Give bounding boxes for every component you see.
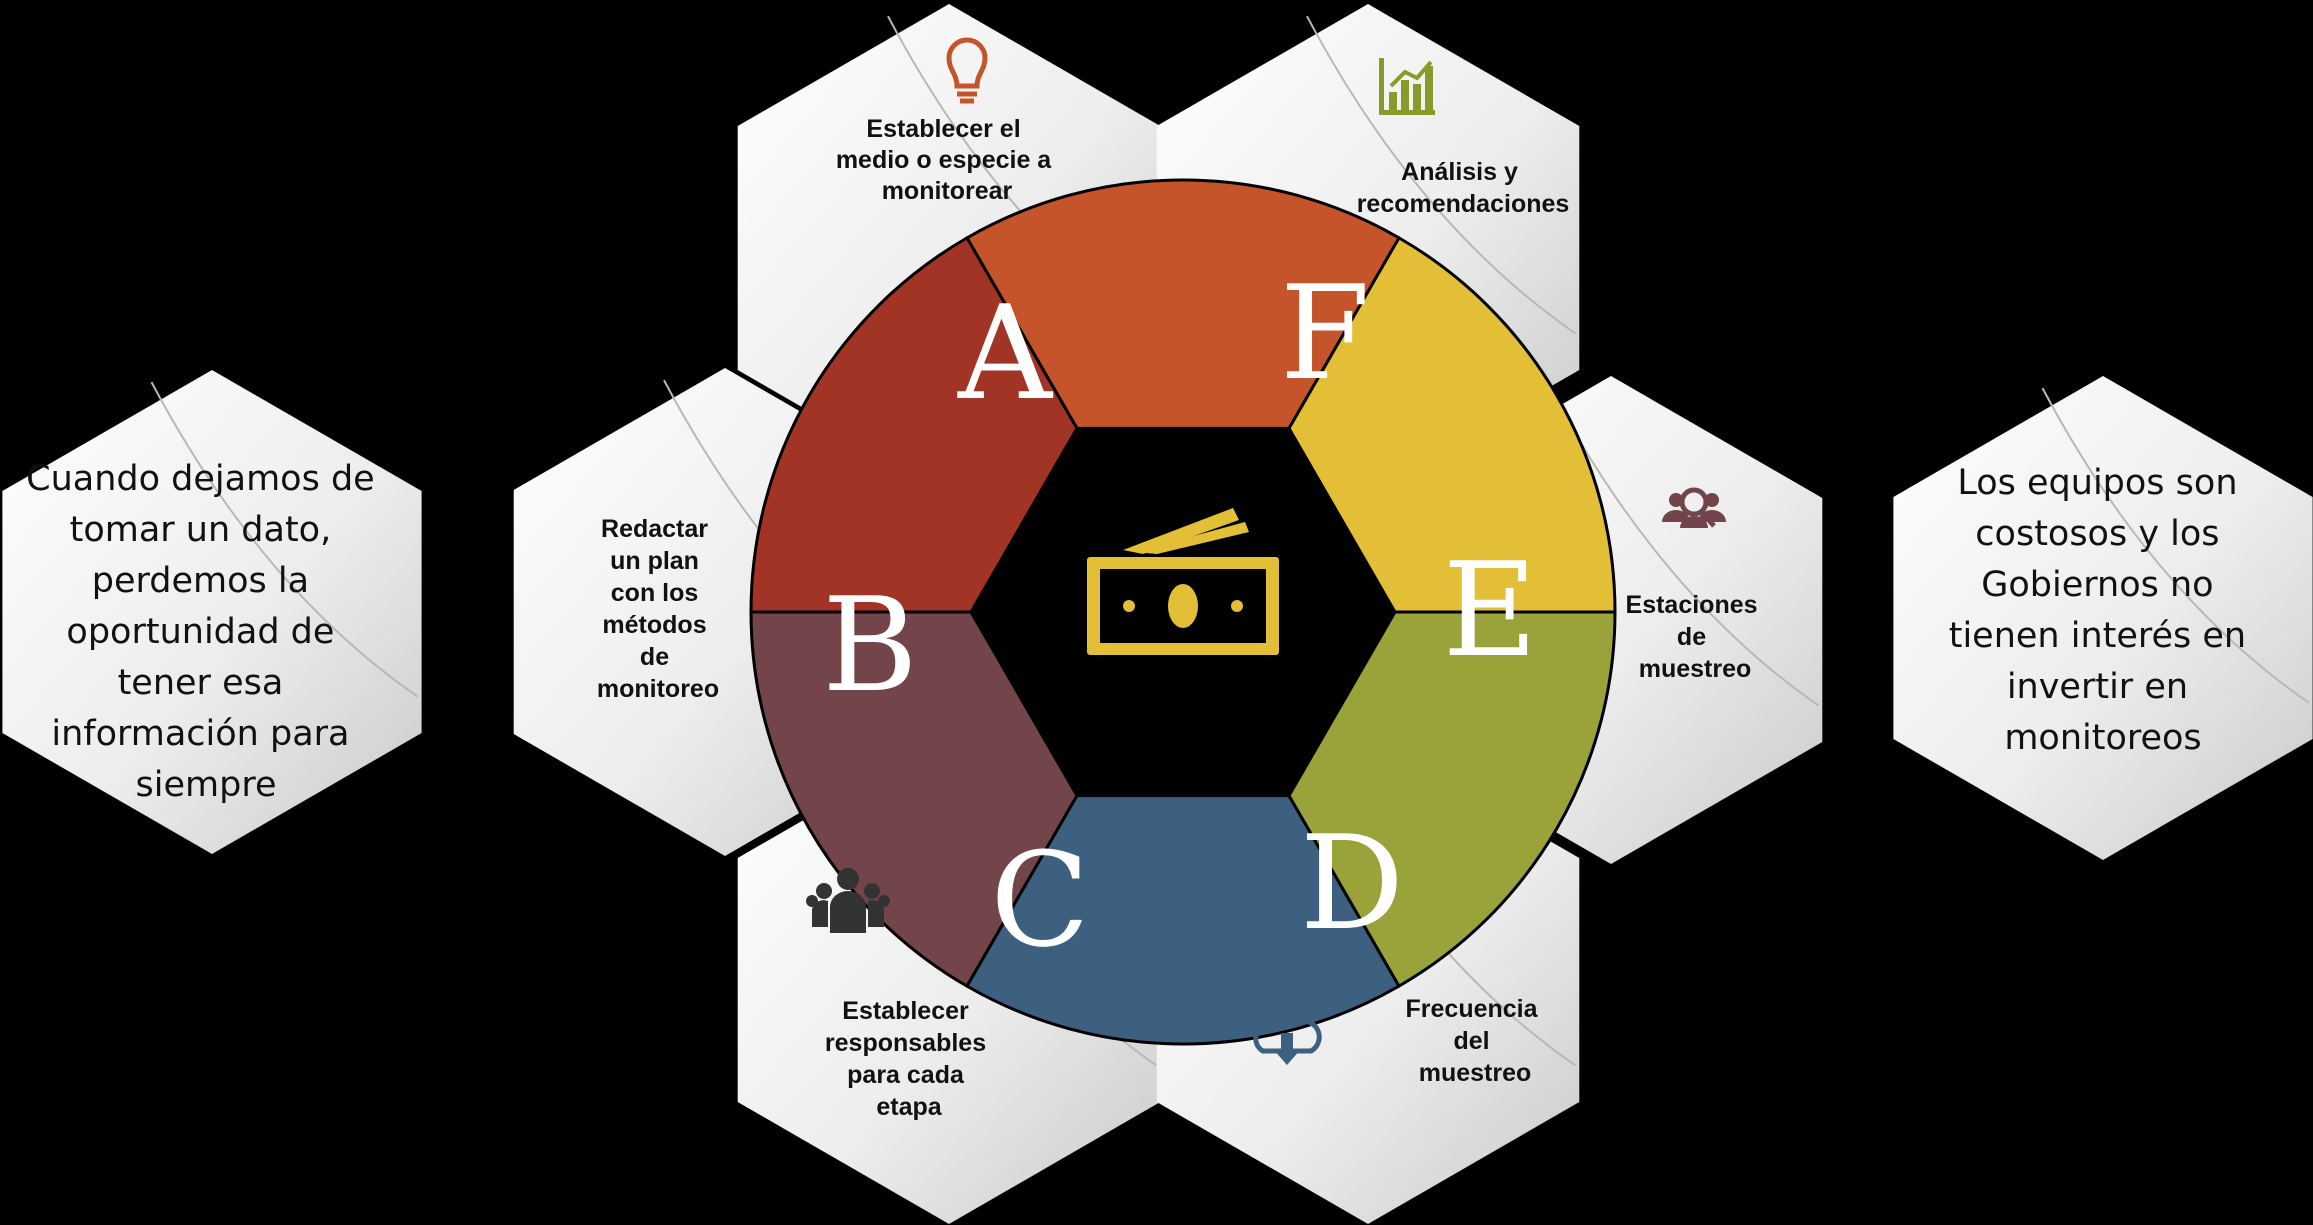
cloud-download-icon (1253, 1008, 1322, 1065)
segment-F: F Análisis y recomendaciones (1280, 58, 1569, 409)
letter-d: D (1300, 807, 1404, 959)
ring-segment-a (964, 178, 1402, 430)
lightbulb-icon (946, 37, 988, 104)
letter-a: A (957, 277, 1054, 429)
hexagon-highlight-arc (1306, 15, 1576, 335)
segment-E: E Estaciones de muestreo (1443, 487, 1765, 686)
ring-segment-c (749, 610, 1079, 989)
hexagon-right-note (1893, 376, 2313, 860)
label-a: Establecer el medio o especie a monitore… (836, 115, 1058, 205)
letter-b: B (822, 569, 918, 721)
letter-f: F (1280, 257, 1370, 409)
label-f: Análisis y recomendaciones (1357, 158, 1570, 218)
segment-D: D Frecuencia del muestreo (1253, 807, 1545, 1087)
people-search-icon (1662, 487, 1726, 528)
hexagon-highlight-arc (150, 381, 419, 698)
letter-e: E (1443, 534, 1538, 686)
side-text-right: Los equipos son costosos y los Gobiernos… (1949, 463, 2258, 758)
ring-segments (749, 178, 1617, 1046)
label-d: Frecuencia del muestreo (1406, 995, 1545, 1087)
label-c: Establecer responsables para cada etapa (825, 997, 993, 1121)
ring-segment-b (749, 235, 1079, 614)
group-people-icon (806, 868, 890, 933)
bar-chart-icon (1379, 58, 1435, 115)
hexagon-left-note (2, 370, 422, 854)
ring-segment-d (964, 794, 1402, 1046)
label-b: Redactar un plan con los métodos de moni… (597, 515, 719, 703)
ring-segment-f (1287, 235, 1617, 614)
ring-segment-e (1287, 610, 1617, 989)
money-bills-icon (1087, 508, 1279, 655)
segment-B: B Redactar un plan con los métodos de mo… (597, 515, 918, 721)
segment-C: C Establecer responsables para cada etap… (806, 824, 1090, 1121)
letter-c: C (990, 824, 1089, 976)
label-e: Estaciones de muestreo (1626, 591, 1765, 683)
segment-A: A Establecer el medio o especie a monito… (836, 37, 1058, 429)
side-text-left: Cuando dejamos de tomar un dato, perdemo… (26, 459, 386, 805)
hexagon-highlight-arc (2041, 387, 2310, 704)
